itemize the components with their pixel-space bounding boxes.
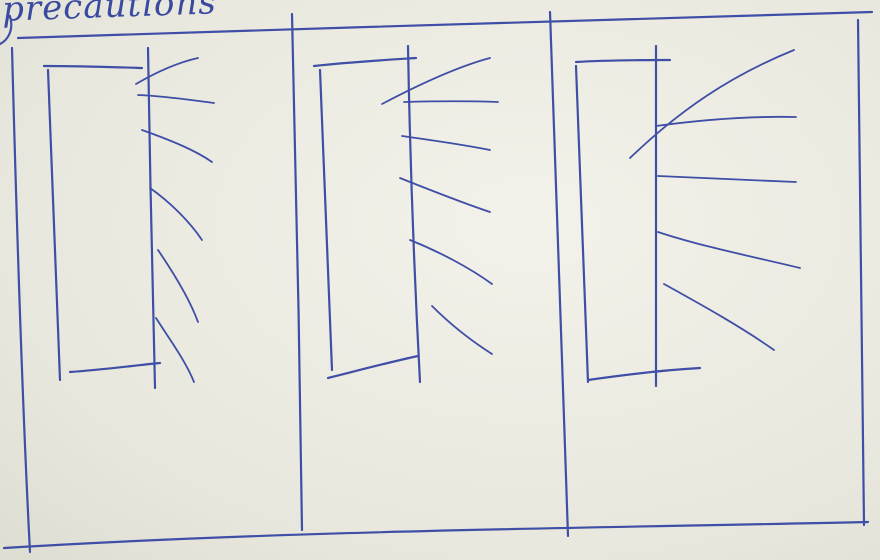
panel-3-window — [576, 46, 700, 386]
panel-2 — [314, 46, 498, 382]
outer-frame — [0, 12, 872, 552]
panel-2-rays — [382, 58, 498, 354]
panel-1-window — [44, 48, 160, 388]
panel-1-rays — [136, 58, 214, 382]
panel-2-window — [314, 46, 420, 382]
panel-dividers — [292, 12, 568, 536]
panel-3 — [576, 46, 800, 386]
panel-1 — [44, 48, 214, 388]
